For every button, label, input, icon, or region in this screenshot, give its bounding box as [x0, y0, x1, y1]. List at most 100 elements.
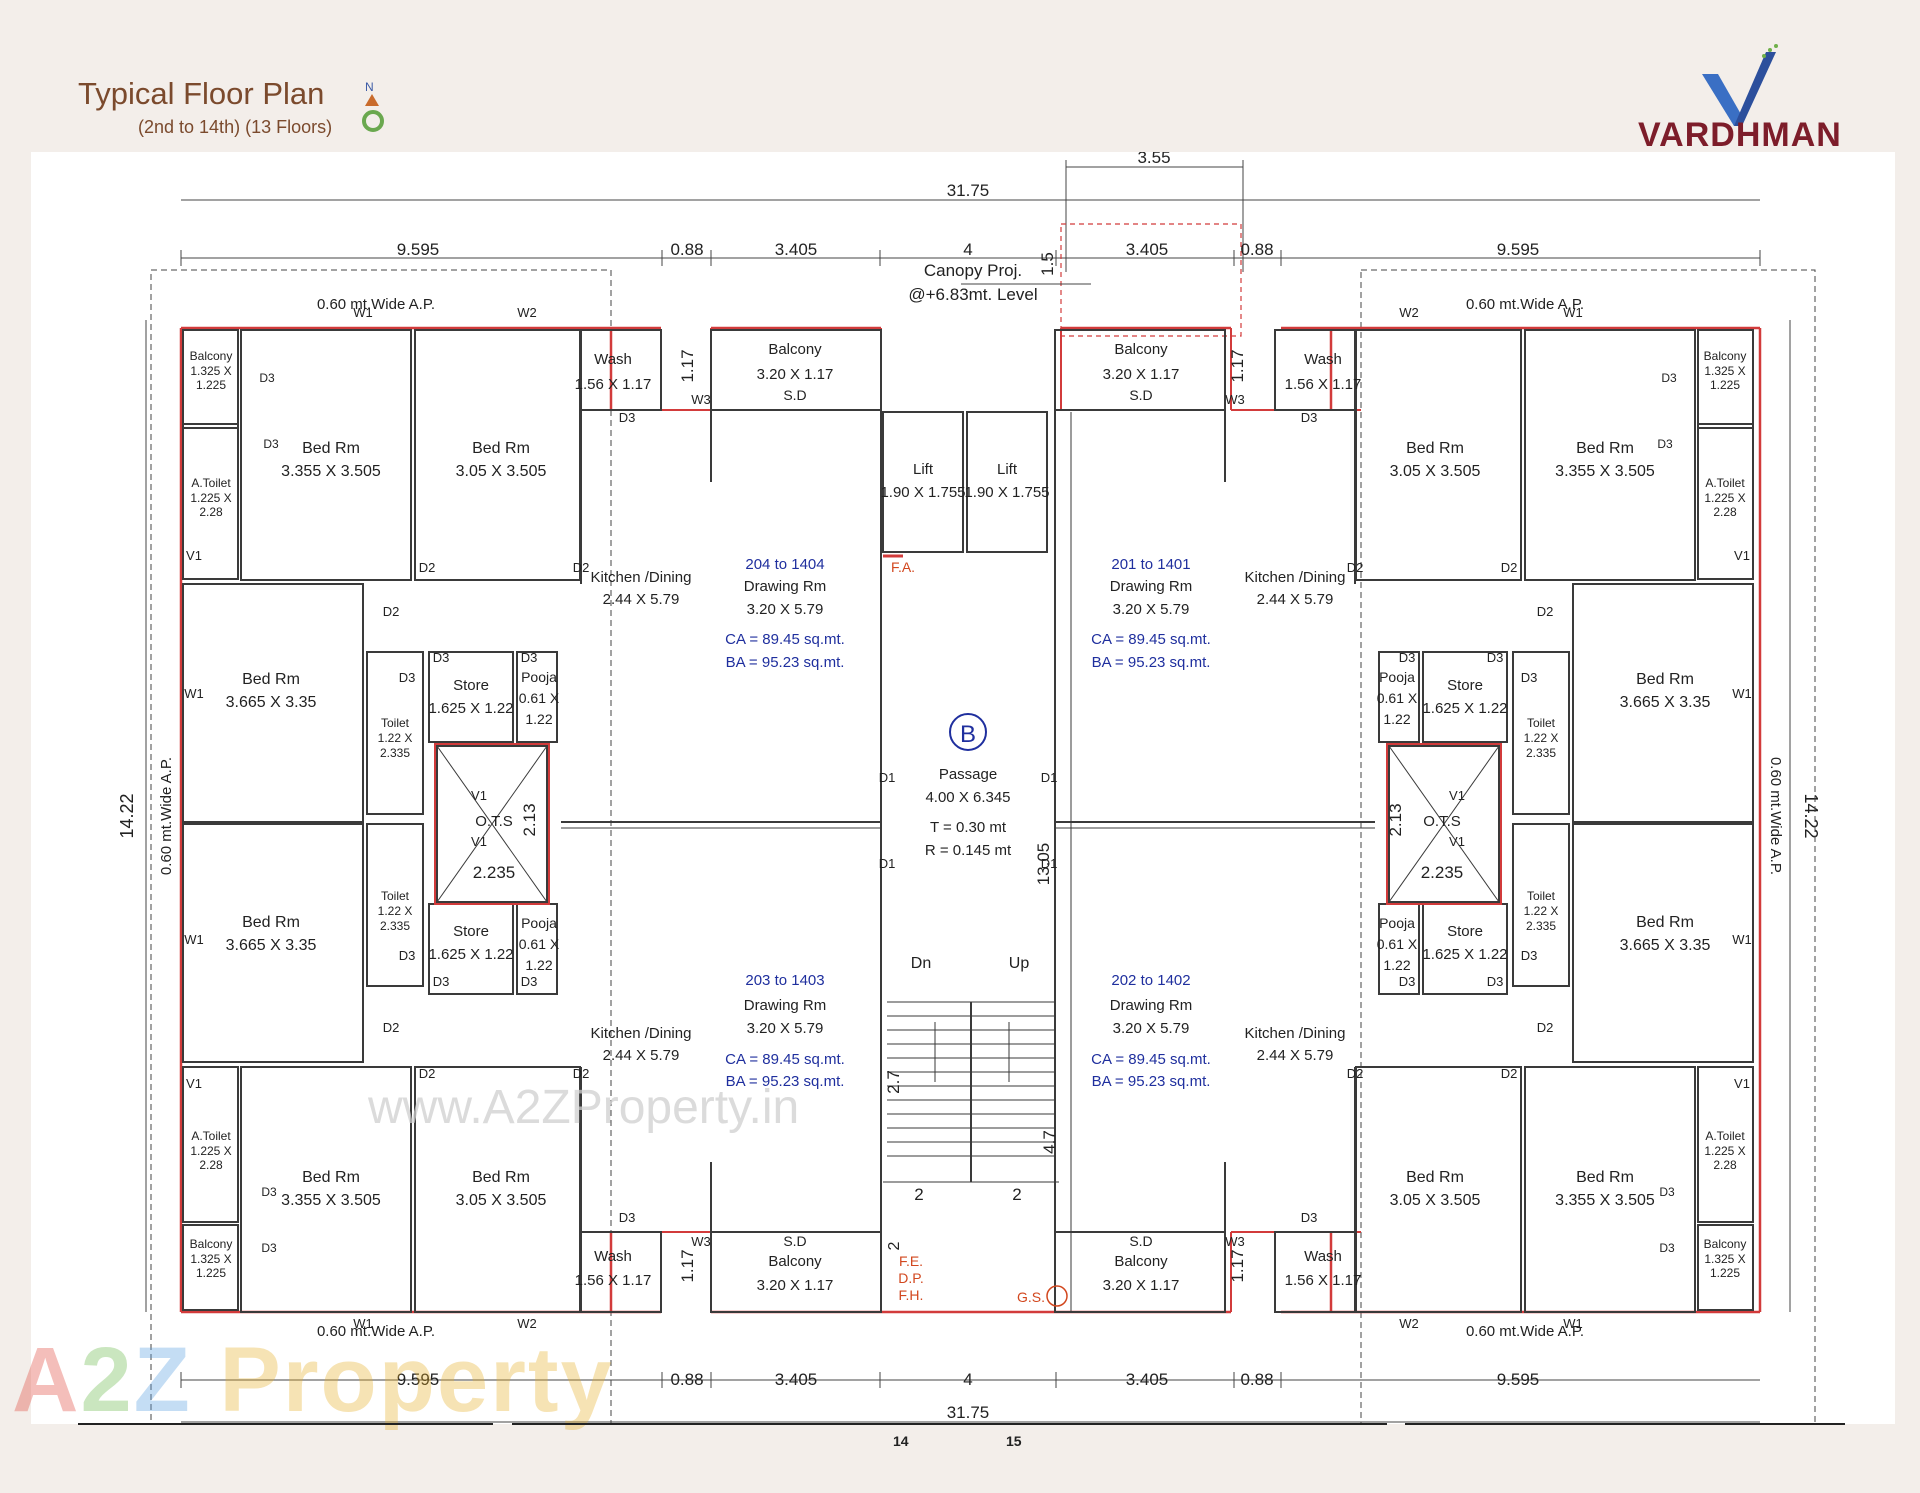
label-fire-alarm: F.A. [891, 559, 915, 575]
label-toilet-size-left: 1.22 X [378, 731, 413, 745]
page-subtitle: (2nd to 14th) (13 Floors) [138, 117, 333, 137]
page-number-left: 14 [893, 1433, 909, 1449]
label-ots-left: O.T.S [475, 813, 513, 830]
opening-d3: D3 [1659, 1241, 1675, 1255]
opening-d2: D2 [383, 1020, 400, 1035]
label-balcony-small-size-right: 1.325 X [1704, 364, 1745, 378]
label-tread: T = 0.30 mt [930, 819, 1007, 836]
opening-v1: V1 [1449, 788, 1465, 803]
label-balcony-small-size-right: 1.225 [1710, 1266, 1740, 1280]
label-kitchen-right: Kitchen /Dining [1245, 1025, 1346, 1042]
label-kitchen-size-right: 2.44 X 5.79 [1257, 591, 1334, 608]
room-toilet [366, 823, 424, 987]
label-pooja-size-left: 0.61 X [519, 936, 560, 952]
watermark-logo: A2Z Property [12, 1328, 614, 1433]
label-bed-size-right: 3.355 X 3.505 [1555, 1192, 1655, 1209]
opening-d2: D2 [1537, 1020, 1554, 1035]
ots-cross [436, 745, 548, 903]
label-bed-left: Bed Rm [242, 914, 300, 931]
label-sd-left: S.D [783, 387, 806, 403]
label-balcony-small-size-left: 1.325 X [190, 364, 231, 378]
room-wash [1274, 329, 1356, 411]
dim-duct-left: 1.17 [678, 349, 697, 382]
label-bed-size-right: 3.665 X 3.35 [1620, 694, 1711, 711]
unit-number-nw: 204 to 1404 [745, 556, 824, 573]
label-carpet-area-left: CA = 89.45 sq.mt. [725, 1051, 845, 1068]
unit-number-sw: 203 to 1403 [745, 972, 824, 989]
dim-stair-step: 2 [886, 1241, 903, 1250]
label-bed-size-right: 3.665 X 3.35 [1620, 937, 1711, 954]
ap-outline-left [150, 269, 612, 1424]
opening-v1: V1 [1734, 1076, 1750, 1091]
room-pooja [516, 651, 558, 743]
opening-d3: D3 [399, 670, 416, 685]
opening-d3: D3 [399, 948, 416, 963]
label-pooja-size-left: 0.61 X [519, 690, 560, 706]
label-ots-width-right: 2.235 [1421, 863, 1464, 882]
label-drawing-size-left: 3.20 X 5.79 [747, 1020, 824, 1037]
label-store-size-left: 1.625 X 1.22 [428, 700, 513, 717]
label-store-size-right: 1.625 X 1.22 [1422, 700, 1507, 717]
label-toilet-size-right: 1.22 X [1524, 904, 1559, 918]
label-bed-size-left: 3.355 X 3.505 [281, 1192, 381, 1209]
dim-stair-flight-left: 2 [914, 1185, 923, 1204]
ots-outline [1386, 743, 1502, 905]
page-title: Typical Floor Plan [78, 76, 325, 111]
dim-core-depth: 13.05 [1034, 843, 1053, 886]
label-toilet-size-left: 1.22 X [378, 904, 413, 918]
opening-w1: W1 [353, 1316, 373, 1331]
room-store [428, 651, 514, 743]
label-fire-extinguisher: F.E. [899, 1253, 923, 1269]
label-bed-left: Bed Rm [242, 671, 300, 688]
footer-rule-left [78, 1423, 493, 1425]
label-bed-size-left: 3.355 X 3.505 [281, 463, 381, 480]
dim-bottom-label: 3.405 [775, 1370, 818, 1389]
label-bed-size-left: 3.05 X 3.505 [456, 1192, 547, 1209]
north-arrow-icon: N [357, 80, 387, 140]
dim-top-label: 9.595 [1497, 240, 1540, 259]
label-wash-size-left: 1.56 X 1.17 [575, 1272, 652, 1289]
dim-top-label: 9.595 [397, 240, 440, 259]
dim-overall-width-bottom: 31.75 [947, 1403, 990, 1422]
label-ots-height-left: 2.13 [520, 803, 539, 836]
label-balcony-right: Balcony [1114, 341, 1168, 358]
label-pooja-size-left: 1.22 [525, 711, 552, 727]
ap-label-bottom-left: 0.60 mt.Wide A.P. [317, 1323, 435, 1340]
label-toilet-size-right: 2.335 [1526, 746, 1556, 760]
label-toilet-size-right: 1.22 X [1524, 731, 1559, 745]
opening-d3: D3 [1301, 410, 1318, 425]
room-attached-toilet [1697, 1066, 1754, 1223]
room-attached-toilet [1697, 423, 1754, 580]
label-pooja-size-right: 1.22 [1383, 711, 1410, 727]
opening-d3: D3 [619, 1210, 636, 1225]
label-lift-left: Lift [913, 461, 934, 478]
opening-v1: V1 [186, 548, 202, 563]
opening-d2: D2 [383, 604, 400, 619]
label-balcony-size-right: 3.20 X 1.17 [1103, 1277, 1180, 1294]
room-ots [436, 745, 548, 903]
label-wash-size-right: 1.56 X 1.17 [1285, 376, 1362, 393]
dim-bottom-label: 9.595 [1497, 1370, 1540, 1389]
label-toilet-right: Toilet [1527, 889, 1556, 903]
watermark-logo-a: A [12, 1329, 81, 1431]
canopy-label: Canopy Proj. [924, 261, 1022, 280]
watermark-logo-2: 2 [80, 1329, 134, 1431]
label-bed-size-left: 3.05 X 3.505 [456, 463, 547, 480]
label-atoilet-size-left: 1.225 X [190, 491, 231, 505]
label-store-left: Store [453, 923, 489, 940]
label-passage-size: 4.00 X 6.345 [925, 789, 1010, 806]
label-atoilet-size-right: 2.28 [1713, 1158, 1737, 1172]
label-carpet-area-left: CA = 89.45 sq.mt. [725, 631, 845, 648]
dim-duct-right: 1.17 [1228, 349, 1247, 382]
label-drain-pipe: D.P. [898, 1270, 923, 1286]
opening-d2: D2 [419, 1066, 436, 1081]
label-bed-size-left: 3.665 X 3.35 [226, 937, 317, 954]
label-wash-size-right: 1.56 X 1.17 [1285, 1272, 1362, 1289]
room-bed [1572, 583, 1754, 823]
label-sd-right: S.D [1129, 387, 1152, 403]
room-balcony [710, 329, 882, 411]
opening-d1: D1 [1041, 770, 1058, 785]
dim-overall-width-top: 31.75 [947, 181, 990, 200]
label-bed-size-right: 3.05 X 3.505 [1390, 1192, 1481, 1209]
